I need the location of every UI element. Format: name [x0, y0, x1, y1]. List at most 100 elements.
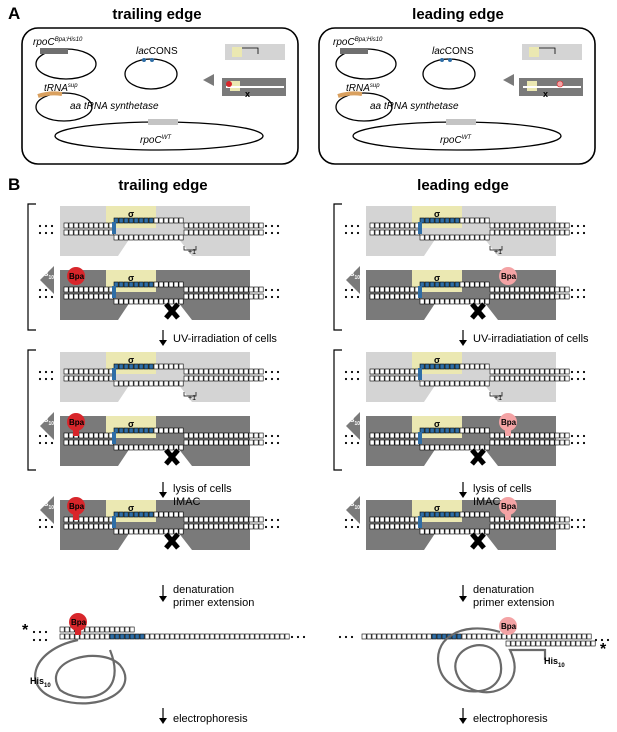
bpa-label: Bpa: [69, 272, 85, 281]
base-pair: [233, 293, 239, 300]
base-pair: [133, 298, 139, 305]
dot: [356, 525, 360, 529]
base-pair: [93, 439, 99, 446]
base-pair: [384, 368, 390, 375]
base-pair: [228, 439, 234, 446]
base-pair: [78, 222, 84, 229]
base-pair: [98, 432, 104, 439]
base-pair: [103, 375, 109, 382]
base-pair: [138, 444, 144, 451]
base-pair: [439, 528, 445, 535]
base-pair: [369, 516, 375, 523]
base-pair: [540, 640, 546, 647]
dot: [276, 518, 280, 522]
base-pair: [93, 375, 99, 382]
base-pair: [419, 363, 425, 370]
base-pair: [183, 293, 189, 300]
base-pair: [203, 293, 209, 300]
base-pair: [89, 633, 95, 640]
base-pair: [529, 375, 535, 382]
base-pair: [590, 640, 596, 647]
his-sub-product-left: 10: [44, 683, 51, 689]
base-pair: [519, 229, 525, 236]
base-pair: [253, 375, 259, 382]
base-pair: [164, 633, 170, 640]
template-edge: [418, 286, 422, 298]
base-pair: [524, 286, 530, 293]
base-pair: [233, 229, 239, 236]
bracket-1-right: [333, 203, 342, 331]
base-pair: [188, 222, 194, 229]
base-pair: [449, 511, 455, 518]
dot: [344, 370, 348, 374]
base-pair: [133, 234, 139, 241]
base-pair: [559, 229, 565, 236]
base-pair: [73, 375, 79, 382]
base-pair: [469, 427, 475, 434]
dot: [296, 635, 300, 639]
base-pair: [103, 432, 109, 439]
base-pair: [539, 222, 545, 229]
base-pair: [123, 528, 129, 535]
trna-plasmid-sup-r: sup: [370, 83, 380, 89]
base-pair: [399, 432, 405, 439]
base-pair: [84, 626, 90, 633]
base-pair: [519, 375, 525, 382]
base-pair: [223, 229, 229, 236]
base-pair: [228, 293, 234, 300]
dot: [276, 288, 280, 292]
base-pair: [564, 368, 570, 375]
base-pair: [524, 368, 530, 375]
base-pair: [253, 432, 259, 439]
base-pair: [198, 222, 204, 229]
base-pair: [228, 368, 234, 375]
base-pair: [374, 439, 380, 446]
base-pair: [178, 298, 184, 305]
dot: [44, 370, 48, 374]
base-pair: [134, 633, 140, 640]
base-pair: [564, 516, 570, 523]
his-sub: 10: [48, 275, 54, 281]
dot: [270, 288, 274, 292]
base-pair: [208, 368, 214, 375]
base-pair: [238, 222, 244, 229]
dot: [576, 377, 580, 381]
dot: [264, 224, 268, 228]
base-pair: [163, 363, 169, 370]
base-pair: [474, 528, 480, 535]
base-pair: [183, 439, 189, 446]
base-pair: [258, 432, 264, 439]
base-pair: [459, 217, 465, 224]
dot: [344, 518, 348, 522]
dot: [270, 518, 274, 522]
dot: [44, 288, 48, 292]
base-pair: [534, 432, 540, 439]
base-pair: [123, 511, 129, 518]
base-pair: [203, 368, 209, 375]
base-pair: [188, 439, 194, 446]
base-pair: [386, 633, 392, 640]
his-tag-icon: [40, 412, 54, 440]
base-pair: [399, 375, 405, 382]
base-pair: [501, 633, 507, 640]
base-pair: [444, 363, 450, 370]
base-pair: [63, 523, 69, 530]
base-pair: [248, 368, 254, 375]
base-pair: [409, 375, 415, 382]
base-pair: [509, 222, 515, 229]
dot: [350, 441, 354, 445]
base-pair: [228, 432, 234, 439]
base-pair: [544, 293, 550, 300]
complex-trailing-1: σ+1: [38, 206, 280, 256]
base-pair: [63, 293, 69, 300]
base-pair: [494, 516, 500, 523]
base-pair: [208, 229, 214, 236]
base-pair: [114, 626, 120, 633]
base-pair: [68, 432, 74, 439]
base-pair: [444, 217, 450, 224]
base-pair: [258, 286, 264, 293]
base-pair: [474, 380, 480, 387]
base-pair: [218, 439, 224, 446]
dot: [344, 377, 348, 381]
